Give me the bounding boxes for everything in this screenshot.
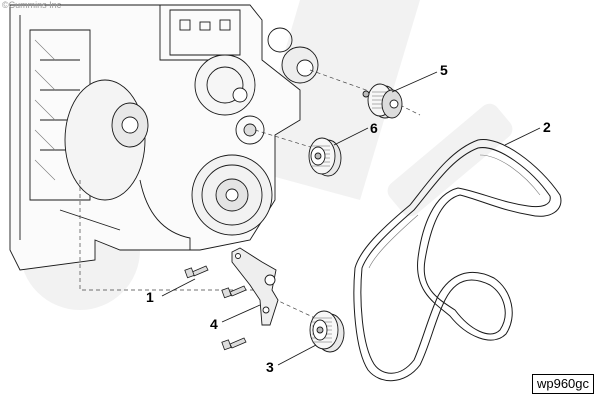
leader-3 [277, 344, 317, 366]
idler-pulley-6 [308, 137, 342, 177]
bolts-1 [184, 265, 247, 351]
callout-5: 5 [440, 62, 448, 78]
callout-2: 2 [543, 119, 551, 135]
callout-6: 6 [370, 120, 378, 136]
idler-pulley-5 [362, 83, 403, 119]
reference-dashed-lines [79, 69, 421, 326]
leader-4 [221, 304, 261, 323]
drawing-code-label: wp960gc [532, 374, 594, 394]
copyright-text: ©Cummins Inc [2, 0, 62, 10]
tensioner-pulley-3 [309, 310, 345, 353]
bracket-4 [231, 247, 279, 326]
callout-3: 3 [266, 359, 274, 375]
callout-1: 1 [146, 289, 154, 305]
serpentine-belt-2 [353, 138, 562, 382]
leader-1 [161, 278, 196, 297]
leader-6 [333, 127, 369, 146]
leader-5 [391, 71, 438, 93]
callout-4: 4 [210, 316, 218, 332]
leader-2 [504, 127, 541, 146]
engine-block [9, 4, 319, 271]
leader-lines [161, 71, 541, 366]
